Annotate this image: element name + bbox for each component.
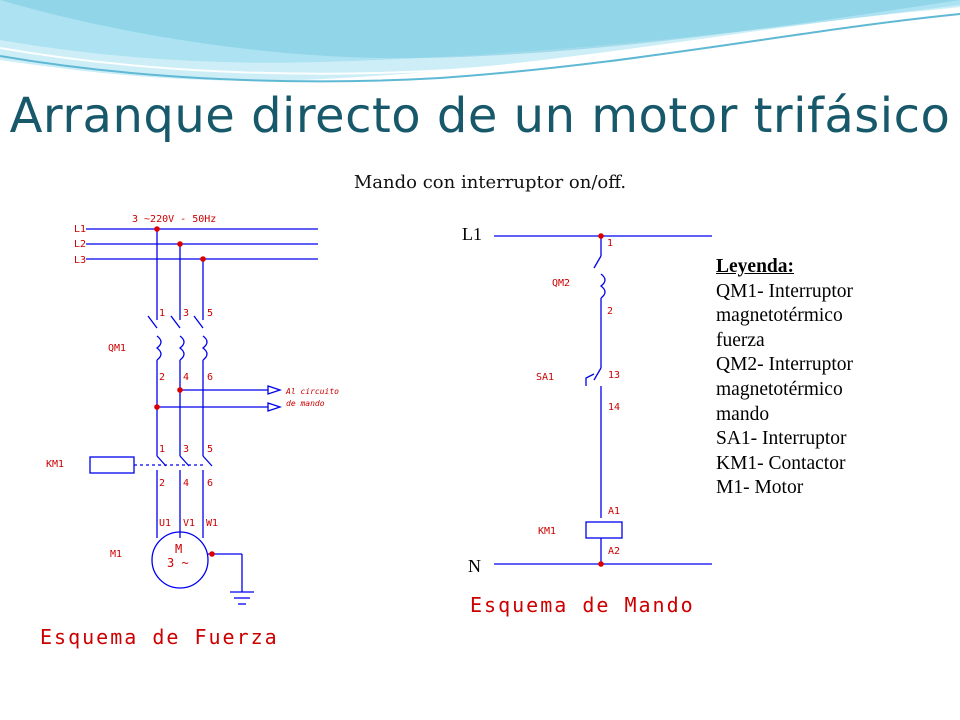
power-caption: Esquema de Fuerza bbox=[40, 625, 279, 649]
legend-line: magnetotérmico bbox=[716, 305, 843, 327]
motor-term-w1: W1 bbox=[206, 518, 218, 529]
km1-power-term-bottom-2: 2 bbox=[159, 478, 165, 489]
legend-line: M1- Motor bbox=[716, 477, 804, 499]
motor-label: M1 bbox=[110, 549, 122, 560]
control-caption: Esquema de Mando bbox=[470, 593, 695, 617]
legend-line: KM1- Contactor bbox=[716, 452, 846, 474]
sa1-term-14: 14 bbox=[608, 402, 620, 413]
km1-power-term-top-1: 1 bbox=[159, 444, 165, 455]
km1-power-term-bottom-6: 6 bbox=[207, 478, 213, 489]
control-nodes bbox=[598, 233, 604, 567]
legend-heading: Leyenda: bbox=[716, 256, 794, 277]
km1-coil-label: KM1 bbox=[538, 526, 556, 537]
control-neutral-label: N bbox=[468, 556, 481, 576]
qm2-term-2: 2 bbox=[607, 306, 613, 317]
qm1-term-bottom-4: 4 bbox=[183, 372, 189, 383]
line-label-l1: L1 bbox=[74, 224, 86, 235]
schematic-diagram: 3 ~220V - 50Hz L1 L2 L3 1 3 5 QM1 2 4 6 … bbox=[28, 208, 744, 656]
qm1-term-bottom-2: 2 bbox=[159, 372, 165, 383]
legend-line: mando bbox=[716, 403, 770, 425]
qm1-term-top-3: 3 bbox=[183, 308, 189, 319]
legend-line: QM1- Interruptor bbox=[716, 280, 854, 302]
motor-symbol-3ph: 3 ~ bbox=[167, 556, 189, 570]
line-label-l3: L3 bbox=[74, 255, 86, 266]
km1-power-term-top-3: 3 bbox=[183, 444, 189, 455]
qm1-term-top-5: 5 bbox=[207, 308, 213, 319]
legend-line: fuerza bbox=[716, 329, 765, 351]
supply-label: 3 ~220V - 50Hz bbox=[132, 214, 216, 225]
qm1-term-top-1: 1 bbox=[159, 308, 165, 319]
qm2-term-1: 1 bbox=[607, 238, 613, 249]
km1-power-term-top-5: 5 bbox=[207, 444, 213, 455]
power-nodes bbox=[154, 226, 215, 557]
control-line-label: L1 bbox=[462, 224, 482, 244]
km1-power-term-bottom-4: 4 bbox=[183, 478, 189, 489]
line-label-l2: L2 bbox=[74, 239, 86, 250]
control-tap-label-1: Al circuito bbox=[285, 387, 339, 396]
legend-line: SA1- Interruptor bbox=[716, 428, 847, 450]
km1-coil-term-a1: A1 bbox=[608, 506, 620, 517]
control-schematic: 1 QM2 2 SA1 13 14 A1 KM1 A2 Esquema de M… bbox=[470, 238, 695, 617]
sa1-term-13: 13 bbox=[608, 370, 620, 381]
power-schematic: 3 ~220V - 50Hz L1 L2 L3 1 3 5 QM1 2 4 6 … bbox=[40, 214, 339, 649]
motor-term-v1: V1 bbox=[183, 518, 195, 529]
qm1-term-bottom-6: 6 bbox=[207, 372, 213, 383]
legend: Leyenda: QM1- Interruptor magnetotérmico… bbox=[716, 255, 956, 501]
sa1-label: SA1 bbox=[536, 372, 554, 383]
control-tap-label-2: de mando bbox=[286, 399, 325, 408]
page-subtitle: Mando con interruptor on/off. bbox=[353, 172, 627, 193]
km1-power-label: KM1 bbox=[46, 459, 64, 470]
qm1-label: QM1 bbox=[108, 343, 126, 354]
legend-line: QM2- Interruptor bbox=[716, 354, 854, 376]
page-title: Arranque directo de un motor trifásico bbox=[9, 88, 951, 144]
qm2-label: QM2 bbox=[552, 278, 570, 289]
legend-line: magnetotérmico bbox=[716, 378, 843, 400]
km1-coil-term-a2: A2 bbox=[608, 546, 620, 557]
header-wave-decoration bbox=[0, 0, 960, 83]
motor-term-u1: U1 bbox=[159, 518, 171, 529]
motor-symbol-m: M bbox=[175, 542, 182, 556]
